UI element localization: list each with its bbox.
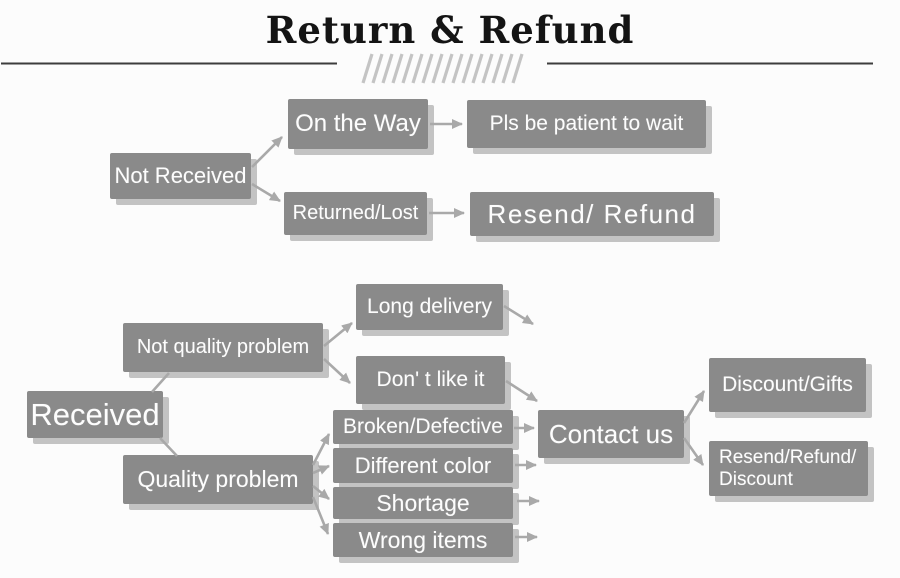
- different-color-box: Different color: [333, 448, 513, 483]
- quality-problem-box: Quality problem: [123, 455, 313, 504]
- page-title: Return & Refund: [265, 8, 635, 52]
- on-the-way-box: On the Way: [288, 99, 428, 149]
- wrong-items-box: Wrong items: [333, 523, 513, 557]
- not-quality-problem-box: Not quality problem: [123, 323, 323, 372]
- broken-defective-box: Broken/Defective: [333, 410, 513, 444]
- shortage-box: Shortage: [333, 487, 513, 519]
- contact-us-box: Contact us: [538, 410, 684, 458]
- received-box: Received: [27, 391, 163, 438]
- resend-refund-box: Resend/ Refund: [470, 192, 714, 236]
- resend-refund-discount-box: Resend/Refund/ Discount: [709, 441, 868, 496]
- returned-lost-box: Returned/Lost: [284, 192, 427, 235]
- discount-gifts-box: Discount/Gifts: [709, 358, 866, 412]
- long-delivery-box: Long delivery: [356, 284, 503, 330]
- pls-be-patient-box: Pls be patient to wait: [467, 100, 706, 148]
- not-received-box: Not Received: [110, 153, 251, 199]
- dont-like-it-box: Don' t like it: [356, 356, 505, 404]
